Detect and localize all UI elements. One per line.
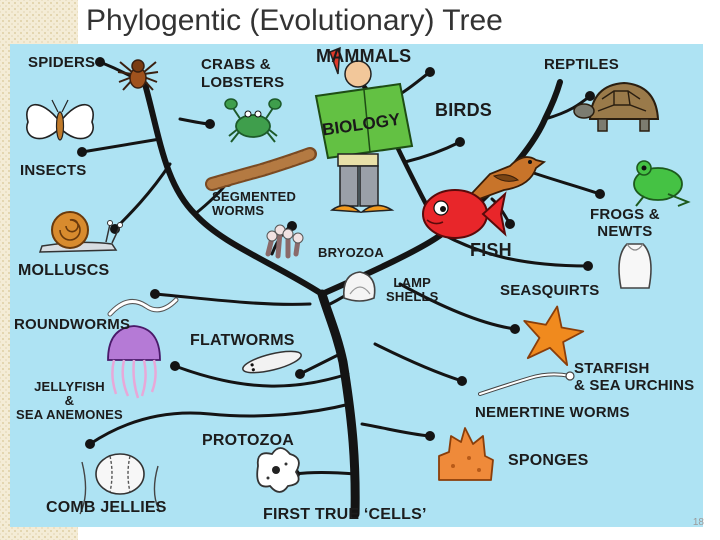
label-segmented-line2: WORMS [212,203,265,218]
phylogenetic-tree-diagram: BIOLOGY [10,44,703,527]
roundworm-icon [107,297,179,317]
label-segmented-worms: SEGMENTED WORMS [212,190,296,218]
starfish-icon [523,305,585,366]
label-frogs-line2: NEWTS [597,223,653,240]
nemertine-worm-icon [478,371,575,396]
label-fish: FISH [470,240,512,260]
label-lamp-shells: LAMP SHELLS [386,276,438,304]
label-nemertine-worms: NEMERTINE WORMS [475,404,630,421]
spider-icon [117,59,159,91]
label-lamp-line1: LAMP [393,275,432,290]
label-starfish-sea-urchins: STARFISH & SEA URCHINS [574,360,694,394]
label-jellyfish-anemones: JELLYFISH & SEA ANEMONES [16,380,123,422]
snail-icon [38,211,123,253]
label-seasquirts: SEASQUIRTS [500,282,600,299]
label-flatworms: FLATWORMS [190,332,295,349]
sponge-icon [438,427,494,481]
label-first-true-cells: FIRST TRUE ‘CELLS’ [263,506,427,523]
butterfly-icon [26,99,94,141]
label-starfish-line1: STARFISH [574,360,650,377]
worm-icon [205,147,317,191]
seasquirt-icon [618,243,652,289]
jellyfish-icon [107,325,161,399]
label-jellyfish-line1: JELLYFISH [34,379,105,394]
label-crabs-lobsters: CRABS & LOBSTERS [201,56,284,92]
label-insects: INSECTS [20,162,87,179]
frog-icon [633,160,691,207]
slide-number: 18 [692,517,704,528]
label-crabs-line1: CRABS & [201,56,271,73]
label-segmented-line1: SEGMENTED [212,189,297,204]
label-starfish-line2: & SEA URCHINS [574,377,695,394]
lamp-shell-icon [343,271,376,302]
bird-icon [459,156,547,207]
crab-icon [224,98,282,143]
tortoise-icon [573,81,660,132]
label-spiders: SPIDERS [28,54,96,71]
label-roundworms: ROUNDWORMS [14,316,131,333]
flatworm-icon [242,350,302,374]
comb-jelly-icon [79,453,161,515]
tree-canvas: BIOLOGY [10,44,703,527]
label-bryozoa: BRYOZOA [318,245,384,260]
label-crabs-line2: LOBSTERS [201,74,285,91]
label-sponges: SPONGES [508,452,589,469]
label-frogs-line1: FROGS & [590,206,660,223]
label-molluscs: MOLLUSCS [18,262,110,279]
label-birds: BIRDS [435,100,493,120]
label-reptiles: REPTILES [544,56,619,73]
professor-icon: BIOLOGY [314,46,414,213]
protozoa-icon [256,447,300,493]
bryozoa-icon [265,224,304,259]
fish-icon [422,189,507,239]
label-jellyfish-line3: SEA ANEMONES [16,407,123,422]
label-protozoa: PROTOZOA [202,432,294,449]
slide-title: Phylogentic (Evolutionary) Tree [86,4,503,37]
label-jellyfish-line2: & [64,393,75,408]
label-comb-jellies: COMB JELLIES [46,499,167,516]
label-mammals: MAMMALS [316,46,412,66]
label-frogs-newts: FROGS & NEWTS [590,206,660,240]
label-lamp-line2: SHELLS [386,289,439,304]
